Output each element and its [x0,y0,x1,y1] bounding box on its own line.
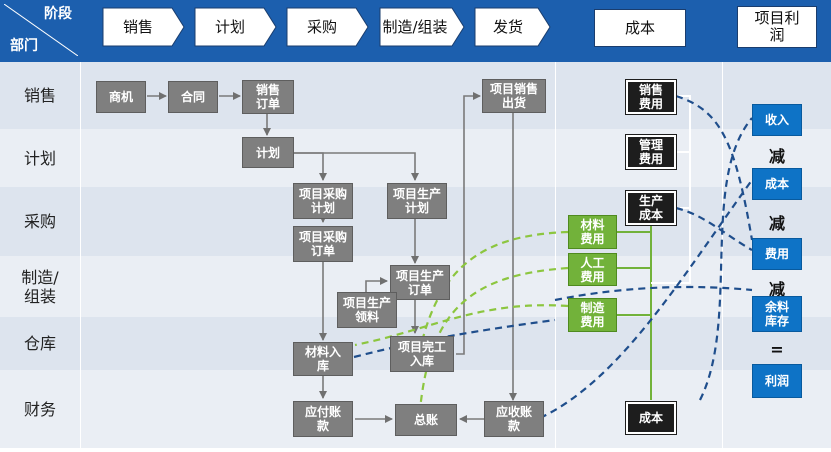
stage-purchasing: 采购 [306,17,337,36]
lane-label-purchasing: 采购 [23,212,56,231]
node-ledger: 总账 [395,404,457,436]
stage-arrow-4 [379,7,465,47]
cost-header: 成本 [594,9,686,47]
corner-department-label: 部门 [10,38,38,54]
stage-sales: 销售 [122,17,153,36]
cost-white-lines [651,95,691,284]
node-production-pick: 项目生产领料 [337,292,397,328]
corner-stage-label: 阶段 [44,6,72,22]
profit-revenue: 收入 [752,104,802,136]
node-production-order: 项目生产订单 [390,265,450,300]
profit-minus-3: 减 [768,280,785,299]
profit-result: 利润 [752,364,802,398]
stage-manufacturing: 制造/组装 [382,17,448,36]
node-production-plan: 项目生产计划 [387,183,447,219]
profit-minus-2: 减 [768,214,785,233]
column-divider [80,62,81,448]
profit-inventory: 余料库存 [752,296,802,332]
node-opportunity: 商机 [96,81,146,113]
lane-label-sales: 销售 [23,86,56,105]
node-sales-order: 销售订单 [242,80,294,114]
cost-material-expense: 材料费用 [568,215,617,249]
cost-admin-expense: 管理费用 [625,134,677,170]
node-material-in: 材料入库 [293,342,353,376]
profit-header: 项目利润 [737,6,817,48]
stage-arrow-5 [474,7,551,47]
stage-header: 阶段 部门 销售 计划 采购 制造/组装 发货 成本 项目利润 [0,0,831,62]
process-flow-lines [147,92,517,423]
cost-manufacturing-expense: 制造费用 [568,298,617,332]
stage-arrows [102,7,551,47]
node-receivable: 应收账款 [484,401,544,437]
profit-expense: 费用 [752,238,802,270]
green-dashed-lines [354,230,569,411]
corner-diagonal [4,4,78,56]
lane-label-finance: 财务 [23,399,56,419]
lane-label-manufacturing: 制造/组装 [21,267,59,306]
node-finished-in: 项目完工入库 [390,336,454,372]
profit-equals: = [770,340,784,359]
node-purchase-plan: 项目采购计划 [293,183,353,219]
stage-arrow-3 [286,7,369,47]
stage-arrow-1 [102,7,185,47]
node-purchase-order: 项目采购订单 [293,226,353,262]
cost-sales-expense: 销售费用 [625,79,677,115]
node-payable: 应付账款 [293,401,353,437]
header-corner: 阶段 部门 [4,4,78,56]
profit-cost: 成本 [752,168,802,200]
profit-minus-1: 减 [768,147,785,166]
stage-planning: 计划 [214,17,245,36]
cost-labor-expense: 人工费用 [568,253,617,286]
stage-arrow-2 [194,7,277,47]
node-plan: 计划 [242,137,294,168]
lane-label-planning: 计划 [23,148,56,168]
cost-green-lines [617,210,652,400]
stage-shipping: 发货 [492,17,523,36]
node-sales-out: 项目销售出货 [482,79,546,113]
node-contract: 合同 [168,81,218,113]
lane-label-warehouse: 仓库 [23,334,56,353]
cost-production-cost: 生产成本 [625,190,677,226]
cost-total: 成本 [625,401,677,435]
blue-dashed-lines [353,94,754,419]
column-divider [555,62,556,448]
